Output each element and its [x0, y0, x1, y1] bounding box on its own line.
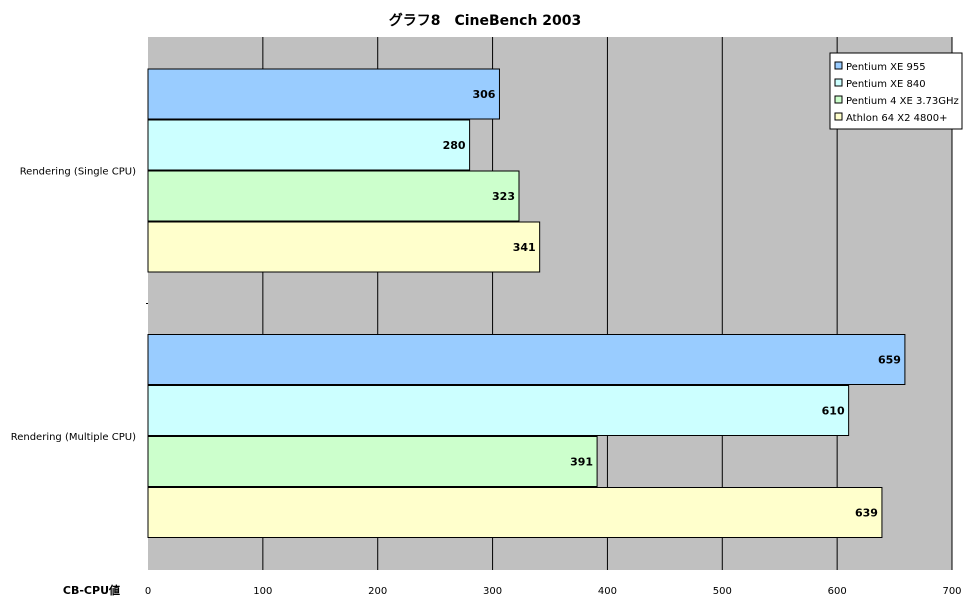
x-tick-label: 400 — [598, 586, 617, 597]
x-tick-label: 100 — [253, 586, 272, 597]
legend-entry: Pentium 4 XE 3.73GHz — [846, 96, 959, 107]
data-label: 610 — [822, 405, 845, 418]
x-tick-label: 600 — [828, 586, 847, 597]
data-label: 639 — [855, 507, 878, 520]
legend — [829, 52, 963, 130]
legend-swatch — [834, 95, 843, 104]
data-label: 280 — [443, 139, 466, 152]
bar — [147, 221, 541, 273]
bar — [147, 487, 883, 538]
legend-entry: Athlon 64 X2 4800+ — [846, 113, 947, 124]
category-label: Rendering (Single CPU) — [20, 167, 136, 178]
x-tick-label: 500 — [713, 586, 732, 597]
bar — [147, 170, 520, 222]
x-axis-label: CB-CPU値 — [63, 583, 120, 597]
bar — [147, 385, 850, 436]
bar — [147, 119, 471, 171]
x-tick-label: 0 — [145, 586, 151, 597]
bar — [147, 436, 598, 487]
legend-swatch — [834, 61, 843, 70]
bar — [147, 68, 500, 120]
data-label: 341 — [513, 241, 536, 254]
data-label: 391 — [570, 456, 593, 469]
chart-title: グラフ8 CineBench 2003 — [388, 13, 582, 29]
data-label: 323 — [492, 190, 515, 203]
legend-entry: Pentium XE 840 — [846, 79, 926, 90]
category-label: Rendering (Multiple CPU) — [11, 432, 136, 443]
legend-swatch — [834, 78, 843, 87]
data-label: 659 — [878, 354, 901, 367]
data-label: 306 — [472, 88, 495, 101]
x-tick-label: 300 — [483, 586, 502, 597]
x-tick-label: 200 — [368, 586, 387, 597]
bar — [147, 334, 906, 385]
legend-swatch — [834, 112, 843, 121]
legend-entry: Pentium XE 955 — [846, 62, 926, 73]
x-tick-label: 700 — [942, 586, 961, 597]
